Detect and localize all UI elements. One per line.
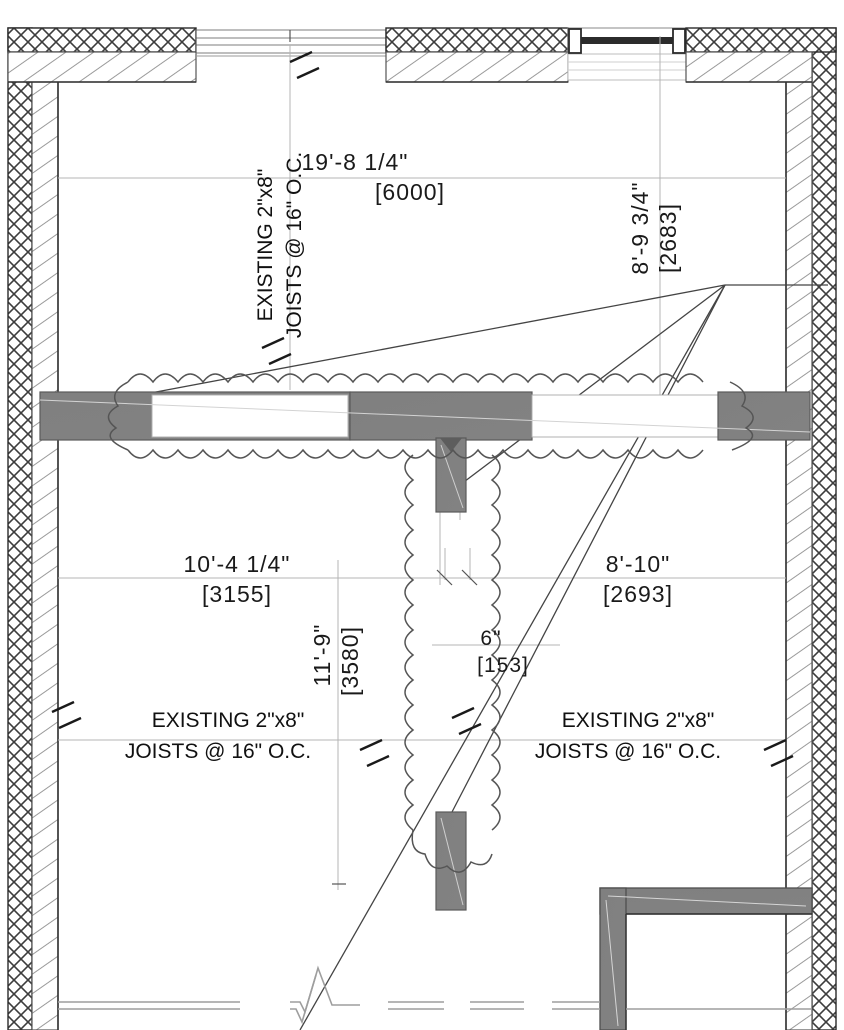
existing-foundation-wall-return [599,887,813,1030]
note-existing-joists-top: EXISTING 2"x8" JOISTS @ 16" O.C. [254,152,306,338]
right-exterior-wall [785,27,837,1030]
dimension-value-metric: [6000] [375,179,445,205]
revision-cloud-horizontal-beam [107,373,754,459]
dimension-value-metric: [2693] [603,581,673,607]
dimension-mid-right-horizontal: 8'-10" [2693] [603,551,673,607]
dimension-value-imperial: 10'-4 1/4" [184,551,291,577]
dimension-value-imperial: 8'-9 3/4" [627,181,653,274]
match-line-break [58,965,812,1025]
top-wall-segment-right [685,27,837,83]
note-line-1: EXISTING 2"x8" [152,709,305,732]
dimension-value-imperial: 11'-9" [309,624,335,687]
dimension-value-metric: [153] [477,654,529,677]
new-flush-beam-horizontal [39,391,811,441]
revision-cloud-vertical-beam [404,454,501,873]
dimension-post-width: 6" [153] [477,627,529,677]
dimension-top-right-vertical: 8'-9 3/4" [2683] [627,181,681,274]
note-line-2: JOISTS @ 16" O.C. [283,152,306,338]
dimension-lines [58,36,786,890]
dimension-mid-left-horizontal: 10'-4 1/4" [3155] [184,551,291,607]
dimension-value-imperial: 8'-10" [606,551,671,577]
left-exterior-wall [7,27,59,1030]
top-wall-segment-center [385,27,569,83]
note-existing-joists-bottom-right: EXISTING 2"x8" JOISTS @ 16" O.C. [535,709,721,763]
window-opening [567,27,687,81]
dimension-value-imperial: 6" [480,627,501,650]
note-line-1: EXISTING 2"x8" [254,169,277,322]
joist-direction-marks [51,50,794,768]
dimension-value-metric: [3155] [202,581,272,607]
top-wall-segment-left [7,27,197,83]
dimension-top-horizontal: 19'-8 1/4" [6000] [302,149,445,205]
note-line-2: JOISTS @ 16" O.C. [535,740,721,763]
dimension-value-imperial: 19'-8 1/4" [302,149,409,175]
door-opening [195,29,387,57]
note-existing-joists-bottom-left: EXISTING 2"x8" JOISTS @ 16" O.C. [125,709,311,763]
new-beam-drop-vertical [435,437,467,911]
dimension-center-vertical: 11'-9" [3580] [309,624,363,696]
dimension-value-metric: [2683] [655,203,681,273]
dimension-value-metric: [3580] [337,626,363,696]
note-line-1: EXISTING 2"x8" [562,709,715,732]
dimension-tick-marks [332,569,478,885]
note-line-2: JOISTS @ 16" O.C. [125,740,311,763]
